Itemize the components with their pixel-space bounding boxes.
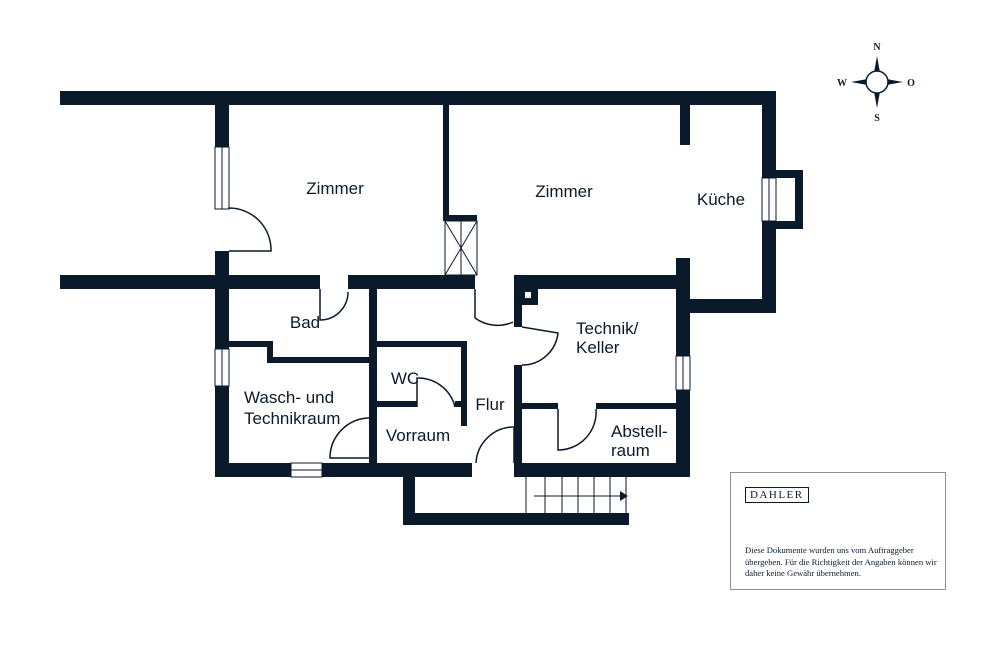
- label-technik-line1: Technik/: [576, 319, 639, 338]
- label-zimmer-left: Zimmer: [306, 179, 364, 198]
- walls: [60, 91, 803, 525]
- room-labels: Zimmer Zimmer Küche Bad Technik/ Keller …: [244, 179, 745, 460]
- label-technik-line2: Keller: [576, 338, 620, 357]
- label-wc: WC: [391, 369, 419, 388]
- label-wasch-line2: Technikraum: [244, 409, 340, 428]
- duct-opening: [525, 292, 531, 298]
- stairs: [525, 477, 628, 513]
- compass-south-label: S: [874, 113, 880, 124]
- wall-opening: [444, 220, 478, 276]
- compass-ring: [865, 70, 889, 94]
- compass-rose: N S W O: [837, 42, 915, 124]
- label-flur: Flur: [475, 395, 505, 414]
- label-wasch-line1: Wasch- und: [244, 388, 334, 407]
- compass-west-label: W: [837, 78, 847, 89]
- label-abstell-line2: raum: [611, 441, 650, 460]
- label-vorraum: Vorraum: [386, 426, 450, 445]
- label-zimmer-right: Zimmer: [535, 182, 593, 201]
- disclaimer-box: DAHLER Diese Dokumente wurden uns vom Au…: [730, 472, 946, 590]
- label-abstell-line1: Abstell-: [611, 422, 668, 441]
- doors: [228, 207, 597, 464]
- dahler-logo: DAHLER: [745, 487, 809, 503]
- stair-arrow-head: [620, 491, 628, 501]
- label-bad: Bad: [290, 313, 320, 332]
- windows: [214, 146, 777, 478]
- label-kueche: Küche: [697, 190, 745, 209]
- compass-north-label: N: [873, 42, 881, 53]
- compass-east-label: O: [907, 78, 915, 89]
- disclaimer-text: Diese Dokumente wurden uns vom Auftragge…: [745, 545, 937, 578]
